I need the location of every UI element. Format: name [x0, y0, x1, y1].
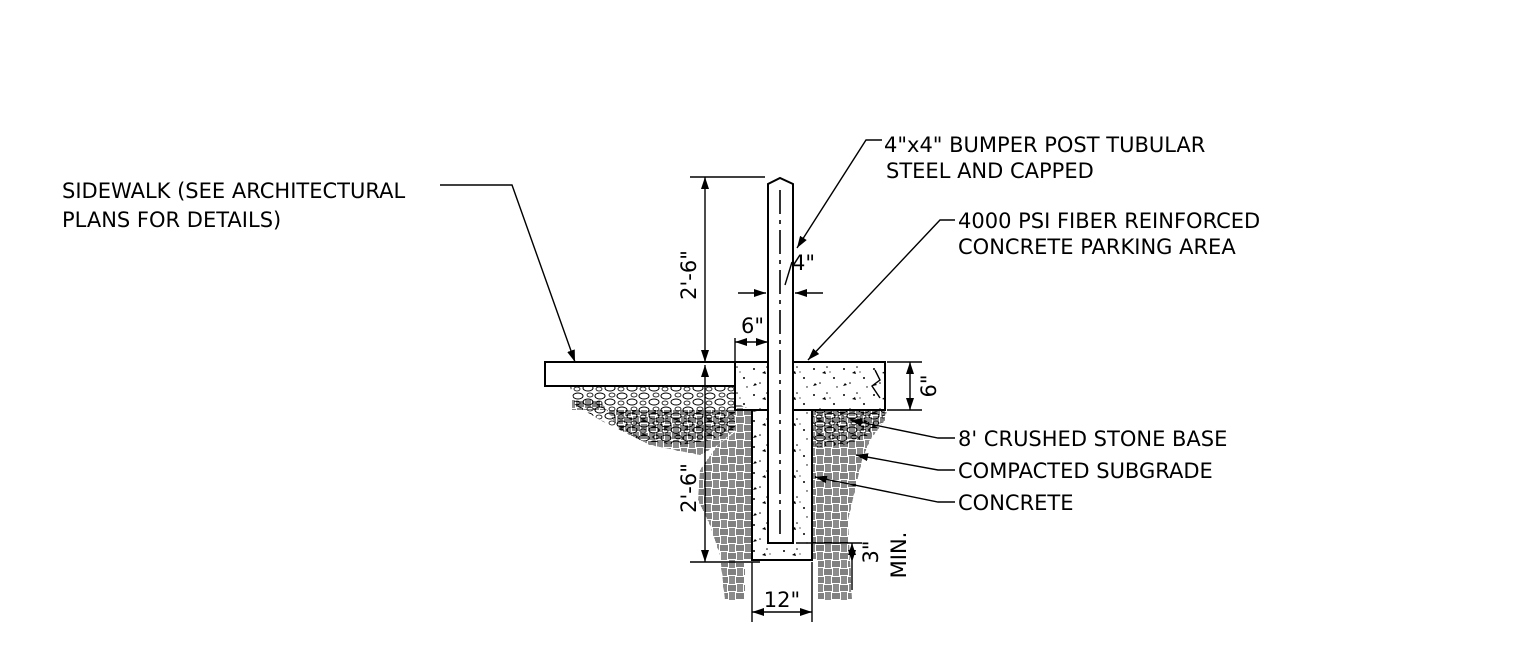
sidewalk	[544, 361, 736, 387]
subgrade-hatch	[572, 405, 885, 600]
dim-slab-thickness: 6"	[917, 374, 941, 397]
label-sidewalk-line2: PLANS FOR DETAILS)	[62, 208, 281, 232]
label-slab-line2: CONCRETE PARKING AREA	[958, 235, 1236, 259]
label-sidewalk-line1: SIDEWALK (SEE ARCHITECTURAL	[62, 179, 405, 203]
dim-bottom-cover-note: MIN.	[887, 532, 911, 579]
label-compacted-subgrade: COMPACTED SUBGRADE	[958, 459, 1213, 483]
dim-embed-depth: 2'-6"	[677, 463, 701, 513]
label-post-line2: STEEL AND CAPPED	[886, 159, 1094, 183]
dim-offset: 6"	[741, 314, 764, 338]
crushed-stone-right	[812, 410, 888, 447]
slab-break-line	[871, 369, 881, 399]
concrete-slab	[734, 361, 886, 411]
crushed-stone-left	[570, 386, 735, 445]
label-post-line1: 4"x4" BUMPER POST TUBULAR	[884, 133, 1205, 157]
dim-post-height: 2'-6"	[677, 250, 701, 300]
label-slab-line1: 4000 PSI FIBER REINFORCED	[958, 209, 1260, 233]
dim-footing-width: 12"	[764, 588, 800, 612]
label-crushed-stone: 8' CRUSHED STONE BASE	[958, 427, 1227, 451]
dim-bottom-cover: 3"	[859, 540, 883, 563]
label-concrete: CONCRETE	[958, 491, 1074, 515]
dim-post-width: 4"	[792, 251, 815, 275]
